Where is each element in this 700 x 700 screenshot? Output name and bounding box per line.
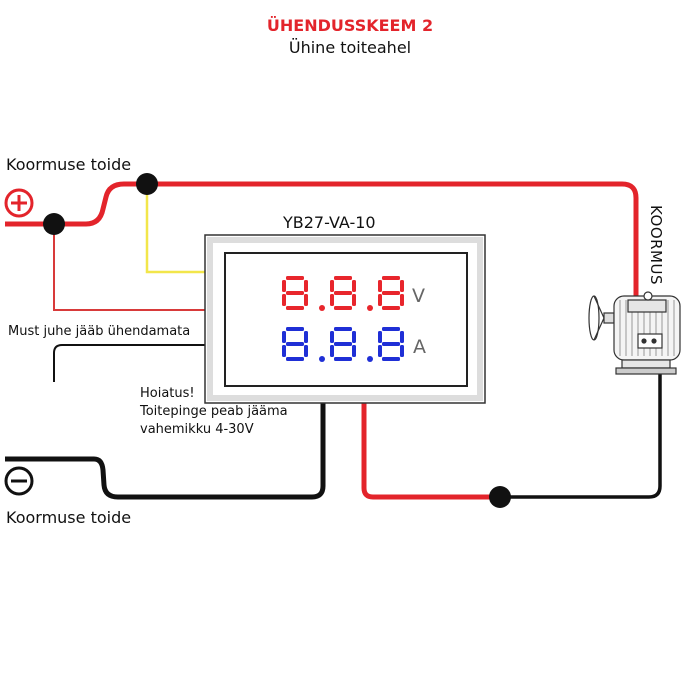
current-digit [330, 327, 356, 361]
warning-note: Hoiatus! Toitepinge peab jääma vahemikku… [140, 385, 288, 439]
current-decimal-point [367, 356, 373, 362]
voltage-decimal-point [319, 305, 325, 311]
positive-supply-wire [5, 181, 639, 352]
positive-supply-label: Koormuse toide [6, 155, 132, 174]
voltage-unit-label: V [412, 285, 425, 307]
current-decimal-point [319, 356, 325, 362]
junction-dot [43, 213, 65, 235]
black-wire-note: Must juhe jääb ühendamata [8, 324, 191, 339]
load-label: KOORMUS [647, 205, 665, 285]
voltage-sense-wire [145, 184, 205, 274]
plus-circle-icon [4, 188, 34, 218]
module-model-label: YB27-VA-10 [283, 213, 376, 232]
junction-dot [136, 173, 158, 195]
voltage-digit [330, 276, 356, 310]
voltage-digit [282, 276, 308, 310]
junction-dot [489, 486, 511, 508]
current-unit-label: A [413, 336, 426, 358]
diagram-subtitle: Ühine toiteahel [288, 38, 412, 57]
current-digit [378, 327, 404, 361]
diagram-title: ÜHENDUSSKEEM 2 [266, 16, 434, 35]
warning-line: vahemikku 4-30V [140, 422, 254, 437]
voltage-display [282, 276, 404, 311]
warning-line: Hoiatus! [140, 386, 195, 401]
negative-supply-wire [5, 403, 326, 500]
negative-supply-label: Koormuse toide [6, 508, 132, 527]
motor-icon [588, 291, 681, 375]
load-return-wire [500, 350, 662, 499]
volt-amp-meter-module: V A [204, 234, 486, 404]
warning-line: Toitepinge peab jääma [140, 404, 288, 419]
minus-circle-icon [4, 466, 34, 496]
current-display [282, 327, 404, 362]
module-supply-wire [53, 224, 205, 311]
voltage-digit [378, 276, 404, 310]
unconnected-black-wire [53, 344, 205, 382]
voltage-decimal-point [367, 305, 373, 311]
shunt-red-wire [361, 403, 500, 500]
current-digit [282, 327, 308, 361]
